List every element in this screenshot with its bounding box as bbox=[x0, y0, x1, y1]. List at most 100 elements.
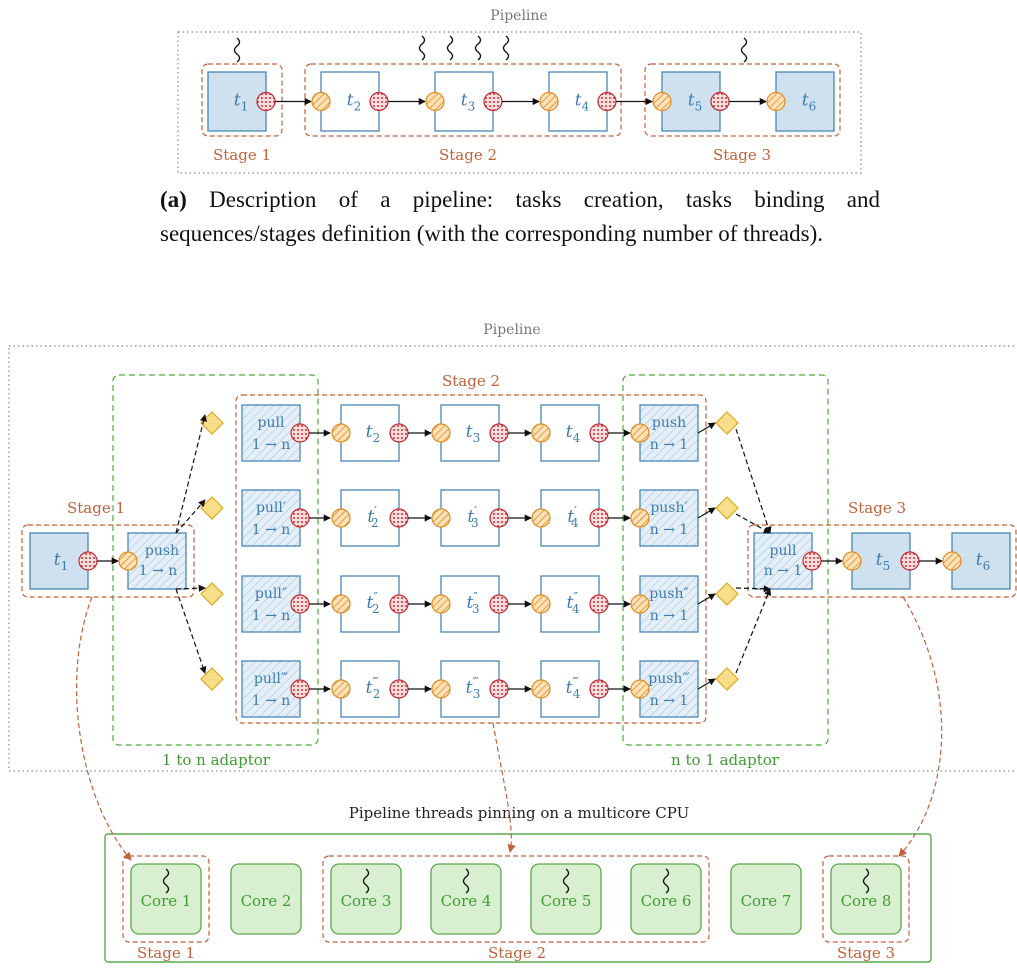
out-socket-row-1-3 bbox=[589, 423, 609, 443]
in-socket-row-1-3 bbox=[531, 423, 551, 443]
out-socket-row-3-3 bbox=[589, 594, 609, 614]
out-socket-a-2 bbox=[369, 91, 389, 112]
mapping-arrow-stage1 bbox=[75, 596, 132, 861]
core-label-6: Core 6 bbox=[641, 892, 692, 910]
pull-adaptor-word: pull bbox=[770, 543, 797, 559]
pull-row-ratio-1: 1 → n bbox=[252, 437, 291, 453]
buffer-right-row-4 bbox=[715, 667, 739, 691]
core-label-8: Core 8 bbox=[841, 892, 892, 910]
pull-row-word-1: pull bbox=[258, 415, 285, 431]
push-row-word-4: push‴ bbox=[648, 671, 689, 687]
out-socket-row-4-3 bbox=[589, 679, 609, 699]
task-a-6 bbox=[775, 71, 835, 132]
core-label-5: Core 5 bbox=[541, 892, 592, 910]
out-socket-a-5 bbox=[710, 91, 730, 112]
task-label-row-3-3: t″4 bbox=[567, 590, 580, 616]
pull-adaptor-task bbox=[753, 532, 813, 590]
buffer-right-row-3 bbox=[715, 582, 739, 606]
pull-row-ratio-2: 1 → n bbox=[252, 522, 291, 538]
stage3-a-box bbox=[644, 63, 841, 137]
push-row-word-3: push″ bbox=[649, 586, 688, 602]
push-adaptor-task bbox=[127, 532, 187, 590]
arrow-push-row-4 bbox=[697, 678, 716, 690]
push-row-ratio-4: n → 1 bbox=[650, 693, 689, 709]
stage1-a-label: Stage 1 bbox=[213, 146, 271, 164]
out-socket-pull-row-3 bbox=[290, 594, 310, 614]
arrow-push-row-3 bbox=[697, 593, 716, 605]
push-adaptor-ratio: 1 → n bbox=[139, 563, 178, 579]
stage1-b-label: Stage 1 bbox=[67, 499, 125, 517]
stage2-a-label: Stage 2 bbox=[439, 146, 497, 164]
push-row-ratio-1: n → 1 bbox=[650, 437, 689, 453]
figure-a-caption: (a) Description of a pipeline: tasks cre… bbox=[160, 183, 880, 251]
task-b-t5 bbox=[851, 532, 911, 590]
core-label-7: Core 7 bbox=[741, 892, 792, 910]
in-socket-row-3-2 bbox=[431, 594, 451, 614]
task-b-t1-label: t1 bbox=[54, 550, 68, 573]
stage1-b-box bbox=[21, 524, 195, 598]
core-label-1: Core 1 bbox=[141, 892, 192, 910]
in-socket-row-4-1 bbox=[331, 679, 351, 699]
task-label-row-4-3: t‴4 bbox=[566, 675, 581, 701]
push-row-4 bbox=[639, 660, 699, 718]
task-row-1-3 bbox=[540, 404, 600, 462]
buffer-right-row-1 bbox=[715, 411, 739, 435]
out-socket-row-4-1 bbox=[389, 679, 409, 699]
task-label-row-1-1: t2 bbox=[366, 422, 380, 445]
core-thread-1 bbox=[162, 868, 170, 894]
arrow-push-row-1 bbox=[697, 422, 716, 434]
out-socket-pull-row-2 bbox=[290, 508, 310, 528]
cpu-stage3-box bbox=[822, 855, 910, 943]
task-label-row-3-2: t″3 bbox=[467, 590, 480, 616]
in-socket-b-t5 bbox=[842, 551, 862, 571]
task-b-t5-label: t5 bbox=[876, 550, 890, 573]
in-socket-a-3 bbox=[425, 91, 445, 112]
task-row-2-2 bbox=[440, 489, 500, 547]
out-socket-row-1-1 bbox=[389, 423, 409, 443]
in-socket-row-3-1 bbox=[331, 594, 351, 614]
thread-a-1 bbox=[233, 37, 241, 63]
in-socket-row-1-1 bbox=[331, 423, 351, 443]
cpu-stage2-box bbox=[322, 855, 710, 943]
out-socket-b-pull bbox=[802, 551, 822, 571]
in-socket-push-row-1 bbox=[630, 423, 650, 443]
pipeline-b-label: Pipeline bbox=[483, 322, 540, 338]
dashed-arrow-left-row-1 bbox=[175, 414, 207, 534]
task-a-label-5: t5 bbox=[688, 91, 702, 114]
mapping-arrow-stage3 bbox=[898, 596, 943, 857]
pull-row-ratio-4: 1 → n bbox=[252, 693, 291, 709]
in-socket-a-5 bbox=[652, 91, 672, 112]
push-row-word-1: push bbox=[652, 415, 686, 431]
out-socket-pull-row-1 bbox=[290, 423, 310, 443]
thread-a-stage2-1 bbox=[418, 35, 426, 61]
task-label-row-4-1: t‴2 bbox=[366, 675, 381, 701]
stage3-a-label: Stage 3 bbox=[713, 146, 771, 164]
pull-row-word-2: pull′ bbox=[256, 500, 286, 516]
out-socket-row-2-1 bbox=[389, 508, 409, 528]
out-socket-row-3-1 bbox=[389, 594, 409, 614]
out-socket-row-4-2 bbox=[489, 679, 509, 699]
pull-row-ratio-3: 1 → n bbox=[252, 608, 291, 624]
buffer-left-row-3 bbox=[200, 582, 224, 606]
in-socket-row-4-2 bbox=[431, 679, 451, 699]
task-label-row-3-1: t″2 bbox=[367, 590, 380, 616]
in-socket-push-row-3 bbox=[630, 594, 650, 614]
core-thread-3 bbox=[362, 868, 370, 894]
core-label-4: Core 4 bbox=[441, 892, 492, 910]
task-a-2 bbox=[320, 71, 380, 132]
mapping-arrow-stage2 bbox=[492, 722, 516, 854]
task-label-row-2-1: t′2 bbox=[367, 504, 378, 530]
dashed-arrow-left-row-3 bbox=[175, 584, 206, 592]
in-socket-row-2-2 bbox=[431, 508, 451, 528]
in-socket-row-1-2 bbox=[431, 423, 451, 443]
out-socket-b-t1 bbox=[78, 551, 98, 571]
out-socket-row-3-2 bbox=[489, 594, 509, 614]
thread-a-3 bbox=[740, 37, 748, 63]
buffer-left-row-4 bbox=[200, 667, 224, 691]
core-thread-6 bbox=[662, 868, 670, 894]
in-socket-b-t6 bbox=[942, 551, 962, 571]
in-socket-row-2-3 bbox=[531, 508, 551, 528]
task-label-row-2-2: t′3 bbox=[467, 504, 478, 530]
task-a-label-3: t3 bbox=[461, 91, 475, 114]
